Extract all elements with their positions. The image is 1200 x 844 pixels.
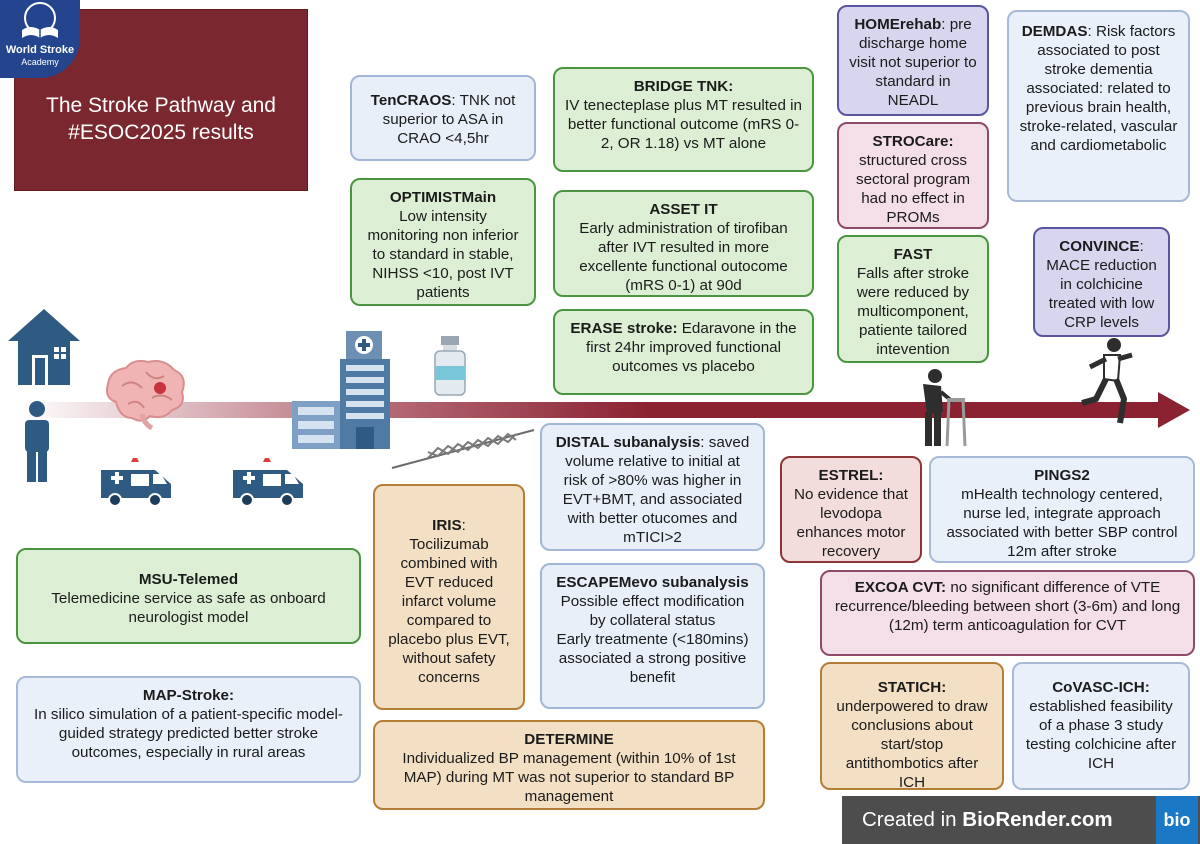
tencraos-text: TNK not superior to ASA in CRAO <4,5hr [382, 92, 516, 147]
demdas-title: DEMDAS [1021, 23, 1088, 40]
runner-icon [1081, 338, 1133, 424]
erase-stroke-text: Edaravone in the first 24hr improved fun… [586, 320, 797, 375]
hospital-icon [292, 331, 390, 449]
asset-it-title: ASSET IT [649, 201, 718, 218]
determine-text: Individualized BP management (within 10%… [402, 750, 736, 805]
tencraos-title: TenCRAOS [370, 92, 452, 109]
excoa-cvt-box: EXCOA CVT: no significant difference of … [820, 570, 1195, 656]
distal-box: DISTAL subanalysis: saved volume relativ… [540, 423, 765, 551]
biorender-badge: bio [1156, 796, 1198, 844]
estrel-text: No evidence that levodopa enhances motor… [794, 486, 908, 560]
distal-title: DISTAL subanalysis [555, 434, 701, 451]
strocare-title: STROCare: [872, 133, 954, 150]
book-globe-icon [22, 2, 58, 38]
bridge-tnk-text: IV tenecteplase plus MT resulted in bett… [565, 97, 802, 152]
map-stroke-text: In silico simulation of a patient-specif… [34, 706, 343, 761]
bridge-tnk-box: BRIDGE TNK: IV tenecteplase plus MT resu… [553, 67, 814, 172]
stent-icon [391, 429, 535, 469]
distal-text: saved volume relative to initial at risk… [562, 434, 750, 546]
asset-it-text: Early administration of tirofiban after … [579, 220, 788, 294]
iris-title: IRIS [432, 517, 462, 534]
convince-box: CONVINCE: MACE reduction in colchicine t… [1033, 227, 1170, 337]
covasc-ich-title: CoVASC-ICH: [1052, 679, 1150, 696]
footer-prefix: Created in [862, 808, 957, 831]
estrel-title: ESTREL: [818, 467, 884, 484]
pings2-text: mHealth technology centered, nurse led, … [946, 486, 1178, 560]
world-stroke-academy-logo: World Stroke Academy [0, 0, 80, 78]
covasc-ich-text: established feasibility of a phase 3 stu… [1025, 698, 1177, 772]
homerehab-title: HOMErehab [854, 16, 942, 33]
bridge-tnk-title: BRIDGE TNK: [633, 78, 734, 95]
fast-text: Falls after stroke were reduced by multi… [856, 265, 970, 358]
optimistmain-box: OPTIMISTMain Low intensity monitoring no… [350, 178, 536, 306]
determine-title: DETERMINE [524, 731, 614, 748]
biorender-footer: Created in BioRender.com bio [842, 796, 1200, 844]
strocare-box: STROCare: structured cross sectoral prog… [837, 122, 989, 229]
house-icon [8, 309, 80, 385]
tencraos-box: TenCRAOS: TNK not superior to ASA in CRA… [350, 75, 536, 161]
demdas-text: Risk factors associated to post stroke d… [1019, 23, 1178, 154]
homerehab-text: pre discharge home visit not superior to… [849, 16, 977, 109]
ambulance-icon [101, 458, 171, 507]
erase-stroke-box: ERASE stroke: Edaravone in the first 24h… [553, 309, 814, 395]
determine-box: DETERMINE Individualized BP management (… [373, 720, 765, 810]
vial-icon [434, 336, 466, 396]
statich-text: underpowered to draw conclusions about s… [836, 698, 988, 790]
statich-box: STATICH: underpowered to draw conclusion… [820, 662, 1004, 790]
covasc-ich-box: CoVASC-ICH: established feasibility of a… [1012, 662, 1190, 790]
map-stroke-title: MAP-Stroke: [142, 687, 235, 704]
page-title-line2: #ESOC2025 results [68, 121, 254, 144]
statich-title: STATICH: [877, 679, 947, 696]
title-box: The Stroke Pathway and #ESOC2025 results [14, 9, 308, 191]
escapemevo-text2: Early treatmente (<180mins) associated a… [556, 631, 749, 686]
ambulance-icon [233, 458, 303, 507]
homerehab-box: HOMErehab: pre discharge home visit not … [837, 5, 989, 116]
pings2-title: PINGS2 [1034, 467, 1090, 484]
iris-text: Tocilizumab combined with EVT reduced in… [388, 536, 510, 686]
footer-brand: BioRender.com [962, 808, 1113, 831]
convince-title: CONVINCE [1059, 238, 1140, 255]
walker-elderly-icon [923, 369, 967, 447]
optimistmain-text: Low intensity monitoring non inferior to… [367, 208, 519, 301]
msu-telemed-text: Telemedicine service as safe as onboard … [51, 590, 326, 626]
excoa-cvt-title: EXCOA CVT: [854, 579, 947, 596]
brain-icon [106, 359, 185, 430]
erase-stroke-title: ERASE stroke: [570, 320, 678, 337]
strocare-text: structured cross sectoral program had no… [856, 152, 970, 226]
asset-it-box: ASSET IT Early administration of tirofib… [553, 190, 814, 297]
person-icon [25, 401, 49, 482]
page-title-line1: The Stroke Pathway and [46, 94, 276, 117]
fast-box: FAST Falls after stroke were reduced by … [837, 235, 989, 363]
excoa-cvt-text: no significant difference of VTE recurre… [834, 579, 1181, 634]
msu-telemed-title: MSU-Telemed [138, 571, 239, 588]
map-stroke-box: MAP-Stroke: In silico simulation of a pa… [16, 676, 361, 783]
msu-telemed-box: MSU-Telemed Telemedicine service as safe… [16, 548, 361, 644]
demdas-box: DEMDAS: Risk factors associated to post … [1007, 10, 1190, 202]
escapemevo-text1: Possible effect modification by collater… [560, 593, 745, 629]
escapemevo-box: ESCAPEMevo subanalysis Possible effect m… [540, 563, 765, 709]
logo-subtitle: Academy [21, 57, 59, 67]
escapemevo-title: ESCAPEMevo subanalysis [556, 574, 749, 591]
logo-title: World Stroke [5, 44, 75, 56]
iris-box: IRIS: Tocilizumab combined with EVT redu… [373, 484, 525, 710]
pings2-box: PINGS2 mHealth technology centered, nurs… [929, 456, 1195, 563]
fast-title: FAST [893, 246, 933, 263]
optimistmain-title: OPTIMISTMain [389, 189, 497, 206]
estrel-box: ESTREL: No evidence that levodopa enhanc… [780, 456, 922, 563]
convince-text: MACE reduction in colchicine treated wit… [1046, 257, 1157, 331]
